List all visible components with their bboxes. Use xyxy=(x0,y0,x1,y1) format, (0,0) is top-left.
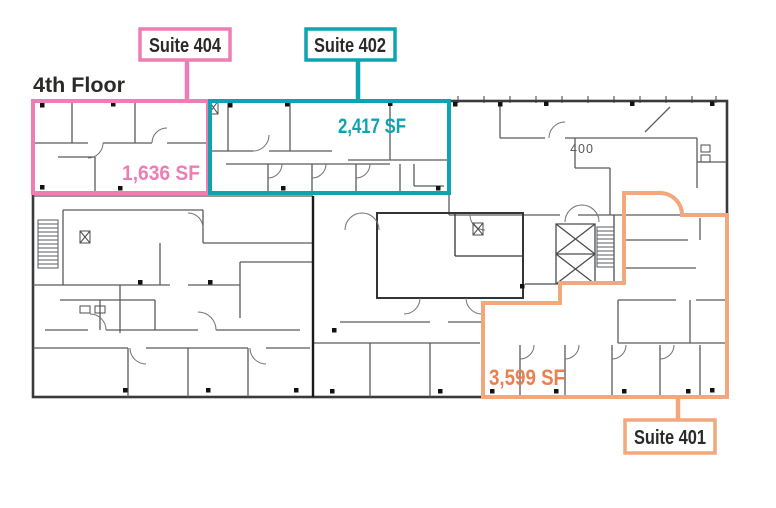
suite-402-area-label: 2,417 SF xyxy=(338,115,406,138)
suite-401-outline xyxy=(481,191,729,399)
suite-402-callout-text: Suite 402 xyxy=(314,35,386,57)
suite-401-callout-text: Suite 401 xyxy=(634,427,706,449)
suite-402-callout: Suite 402 xyxy=(304,27,397,103)
floor-title: 4th Floor xyxy=(33,74,125,97)
suite-404-callout: Suite 404 xyxy=(138,27,232,103)
column-dots xyxy=(40,101,715,394)
door-arcs xyxy=(87,121,675,365)
suite-401-callout: Suite 401 xyxy=(623,395,717,455)
suite-404-callout-text: Suite 404 xyxy=(149,35,222,57)
room-number-label: 400 xyxy=(570,142,594,156)
stairs-left xyxy=(37,219,59,269)
suite-402-outline xyxy=(208,99,451,195)
central-room xyxy=(376,212,524,299)
suite-401-area-label: 3,599 SF xyxy=(489,365,565,390)
suite-404-callout-box xyxy=(138,27,232,62)
suite-402-callout-box xyxy=(304,27,397,62)
suite-404-area-label: 1,636 SF xyxy=(122,162,200,185)
wall-ticks xyxy=(457,96,717,103)
stairs-by-elevator xyxy=(596,226,615,268)
suite-401-callout-box xyxy=(623,418,717,455)
